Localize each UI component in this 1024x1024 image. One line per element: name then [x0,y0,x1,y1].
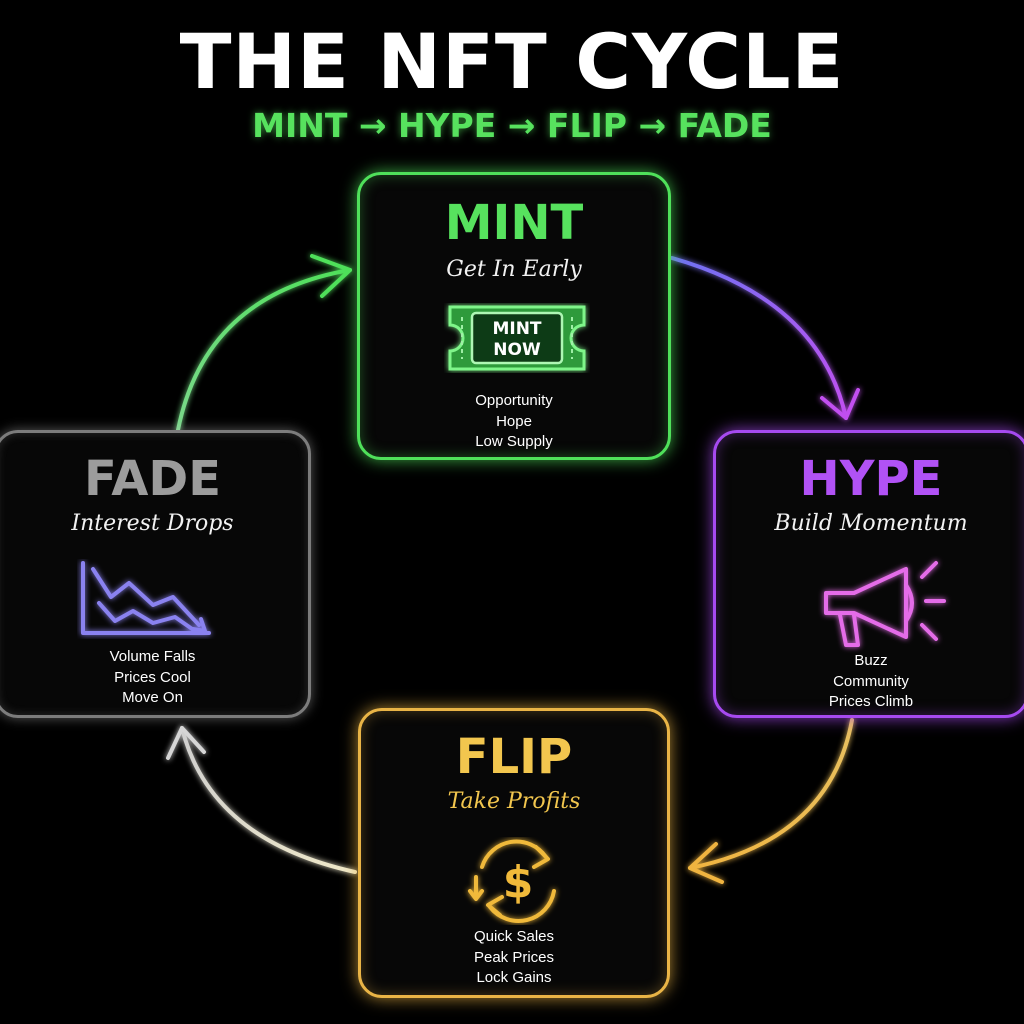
arrow-fade-to-mint [176,268,352,432]
diagram-title: THE NFT CYCLE [179,17,845,106]
stage-points-flip: Quick Sales Peak Prices Lock Gains [361,927,667,989]
arrow-mint-to-hype [670,256,848,420]
stage-point: Prices Cool [114,668,191,686]
arrow-flip-to-fade [180,726,357,874]
stage-point: Peak Prices [473,948,555,966]
arrow-fade-to-mint-head [310,254,352,298]
arrow-flip-to-fade-head [166,726,206,760]
declining-chart-icon [81,561,211,635]
stage-name-fade: FADE [83,451,222,507]
stage-point: Low Supply [475,433,553,450]
stage-name-flip: FLIP [455,729,573,785]
stage-point: Move On [122,689,183,706]
stage-point: Community [833,672,909,690]
ticket-text-line-1: MINT [492,319,541,339]
stage-point: Buzz [854,652,888,669]
stage-points-hype: Buzz Community Prices Climb [716,651,1024,713]
dollar-cycle-icon: $ [468,839,556,923]
stage-card-fade: FADE Interest Drops Volume Falls Prices … [0,430,311,718]
stage-point: Opportunity [475,392,553,409]
stage-point: Quick Sales [473,928,555,945]
megaphone-icon [824,561,946,647]
stage-tagline-mint: Get In Early [446,257,582,282]
dollar-sign: $ [503,857,534,908]
stage-point: Volume Falls [109,648,196,665]
arrow-mint-to-hype-head [820,388,860,420]
ticket-text-line-2: NOW [493,340,541,360]
stage-tagline-fade: Interest Drops [71,511,234,536]
stage-name-mint: MINT [444,195,584,251]
stage-name-hype: HYPE [799,451,943,507]
stage-card-flip: FLIP Take Profits $ Quick Sales Peak Pri… [358,708,670,998]
stage-tagline-flip: Take Profits [447,789,581,814]
stage-tagline-hype: Build Momentum [774,511,968,536]
diagram-subtitle: MINT → HYPE → FLIP → FADE [252,106,772,145]
mint-now-ticket-icon: MINT NOW [448,305,586,371]
stage-point: Lock Gains [476,969,552,986]
arrow-hype-to-flip-head [688,842,724,884]
stage-card-mint: MINT Get In Early MINT NOW Opportunity H… [357,172,671,460]
stage-points-fade: Volume Falls Prices Cool Move On [0,647,308,709]
stage-point: Prices Climb [828,693,914,710]
stage-card-hype: HYPE Build Momentum Buzz Community Price… [713,430,1024,718]
stage-points-mint: Opportunity Hope Low Supply [360,391,668,453]
arrow-hype-to-flip [688,718,854,870]
stage-point: Hope [496,412,532,430]
